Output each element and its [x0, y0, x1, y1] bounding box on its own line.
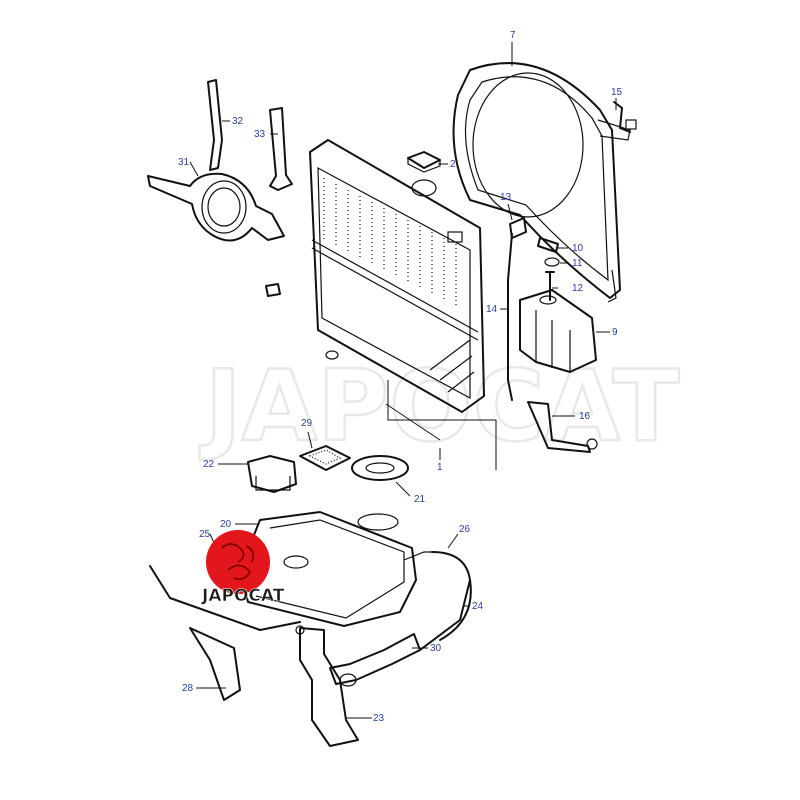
radiator: [309, 139, 485, 413]
reservoir-tank: [519, 289, 597, 373]
callout-16: 16: [579, 411, 591, 422]
callout-11: 11: [572, 258, 583, 269]
callout-25: 25: [199, 529, 211, 540]
bracket-16: [527, 401, 598, 453]
filler-seal: [351, 455, 409, 531]
callout-31: 31: [178, 157, 190, 168]
callout-22: 22: [203, 459, 215, 470]
callout-12: 12: [572, 283, 584, 294]
label-plate: [299, 445, 351, 471]
logo-text: JAPOCAT: [201, 586, 285, 606]
small-clip: [265, 283, 281, 297]
callout-21: 21: [414, 494, 426, 505]
bracket-10: [537, 237, 559, 253]
callout-13: 13: [500, 192, 512, 203]
callout-30: 30: [430, 643, 442, 654]
screw: [295, 625, 305, 635]
nut-11: [544, 257, 560, 267]
fan-shroud: [452, 62, 631, 303]
bracket-32: [207, 79, 223, 171]
japocat-logo: JAPOCAT: [201, 530, 285, 606]
callout-29: 29: [301, 418, 313, 429]
hose-30: [329, 633, 421, 685]
overflow-hose: [507, 233, 513, 401]
callout-14: 14: [486, 304, 498, 315]
hose-clamp: [339, 673, 357, 687]
shroud-ring: [147, 172, 285, 242]
bracket-28: [189, 627, 241, 701]
callout-32: 32: [232, 116, 244, 127]
bracket-23: [299, 627, 359, 747]
callout-10: 10: [572, 243, 584, 254]
bolt-12: [545, 271, 555, 301]
callout-15: 15: [611, 87, 623, 98]
callout-labels: 7 15 32 33 31 2 13 10 11 12 14 9 16 1 29…: [178, 30, 623, 724]
hose-26: [419, 551, 471, 651]
callout-9: 9: [612, 327, 618, 338]
bracket-25: [149, 565, 301, 631]
callout-20: 20: [220, 519, 232, 530]
callout-1: 1: [437, 462, 443, 473]
tank-cap-22: [247, 455, 297, 493]
callout-2: 2: [450, 159, 456, 170]
hose-24: [439, 579, 472, 641]
leader-lines: [189, 42, 617, 719]
callout-23: 23: [373, 713, 385, 724]
shroud-clip: [613, 101, 637, 133]
callout-28: 28: [182, 683, 194, 694]
callout-26: 26: [459, 524, 471, 535]
bracket-33: [269, 107, 293, 191]
callout-24: 24: [472, 601, 484, 612]
callout-7: 7: [510, 30, 516, 41]
watermark: JAPOCAT: [199, 350, 680, 464]
callout-33: 33: [254, 129, 266, 140]
